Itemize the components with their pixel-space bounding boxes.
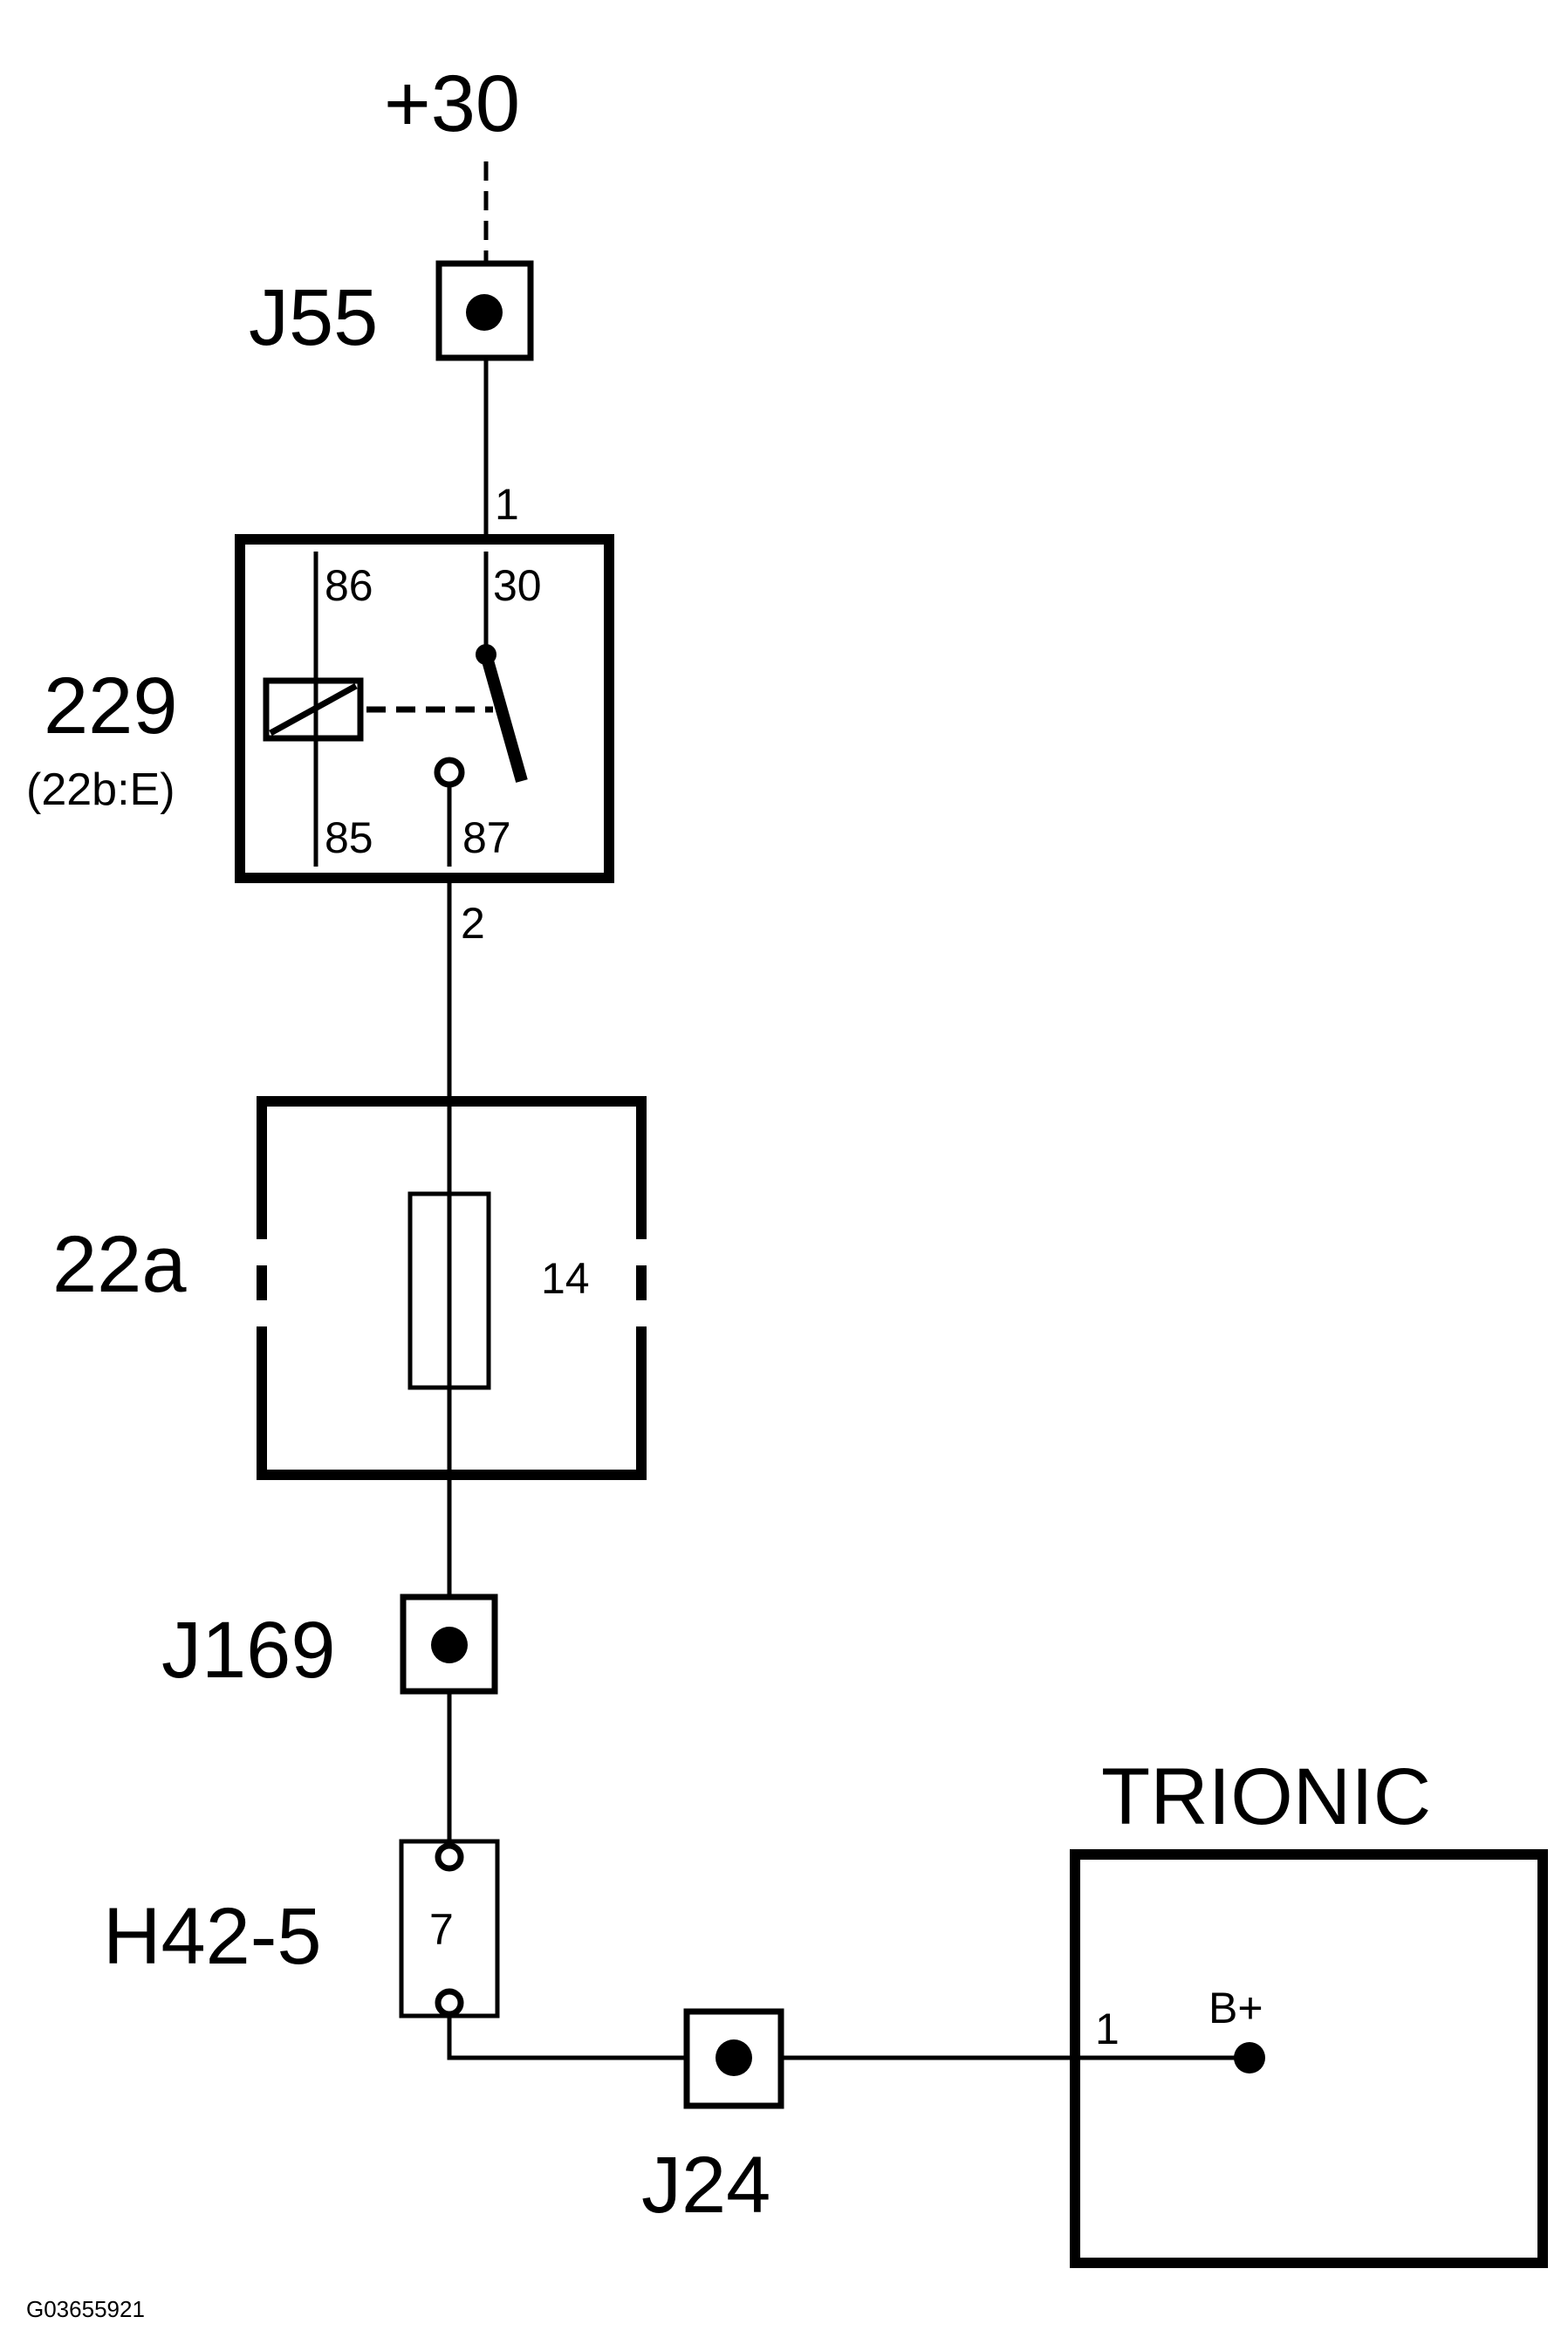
relay-pin-30: 30 [493, 561, 542, 610]
j55-splice-dot [466, 294, 503, 331]
fuse-box-id: 22a [52, 1220, 187, 1309]
relay-229-box [235, 534, 614, 883]
relay-contact-87 [434, 757, 465, 788]
ecu-pin-dot [1234, 2042, 1265, 2073]
relay-in-pin-number: 1 [495, 480, 519, 529]
j169-splice-dot [431, 1627, 468, 1663]
wire-h42-j24 [447, 2014, 687, 2060]
ecu-pin-number: 1 [1095, 2005, 1120, 2053]
fuse-number: 14 [541, 1254, 590, 1303]
j24-splice-dot [716, 2039, 752, 2076]
h42-label: H42-5 [103, 1892, 322, 1981]
relay-pin-86: 86 [325, 561, 373, 610]
h42-pin-top [435, 1842, 464, 1872]
j55-label: J55 [249, 273, 378, 362]
relay-location: (22b:E) [26, 764, 175, 815]
j169-label: J169 [161, 1606, 336, 1695]
j24-label: J24 [641, 2141, 770, 2230]
relay-coil-diagonal [269, 682, 358, 737]
h42-pin-bottom [435, 1988, 464, 2018]
relay-out-pin-number: 2 [461, 899, 485, 948]
relay-switch-blade [480, 653, 528, 783]
ecu-pin-label: B+ [1209, 1984, 1263, 2032]
supply-label: +30 [384, 59, 520, 148]
ecu-name: TRIONIC [1101, 1752, 1431, 1841]
relay-coil [263, 677, 364, 742]
relay-id: 229 [44, 661, 178, 751]
h42-pin-number: 7 [429, 1905, 454, 1954]
relay-pin-87: 87 [462, 813, 511, 862]
figure-code: G03655921 [26, 2296, 145, 2322]
relay-pin-85: 85 [325, 813, 373, 862]
